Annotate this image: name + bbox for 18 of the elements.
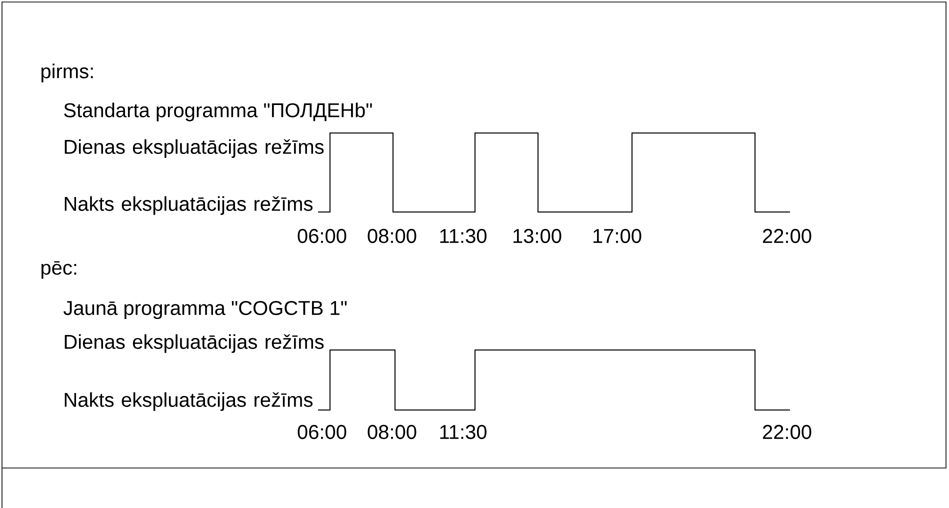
time-label: 22:00 (763, 228, 812, 244)
program-title: Standarta programma "ПОЛДЕНb" (64, 102, 372, 122)
mode-label: Dienas ekspluatācijas režīms (64, 334, 324, 353)
time-label: 06:00 (298, 424, 346, 440)
time-label: 17:00 (594, 228, 642, 244)
section-label: pirms: (41, 64, 93, 82)
time-label: 08:00 (368, 424, 416, 440)
program-title: Jaunā programma "COGCTB 1" (64, 300, 347, 320)
mode-label: Nakts ekspluatācijas režīms (64, 196, 312, 215)
mode-label: Dienas ekspluatācijas režīms (64, 139, 324, 158)
mode-label: Nakts ekspluatācijas režīms (64, 392, 312, 411)
section-label: pēc: (41, 261, 76, 279)
time-label: 08:00 (368, 228, 416, 244)
time-label: 11:30 (440, 228, 486, 244)
time-label: 22:00 (763, 424, 812, 440)
time-label: 11:30 (440, 424, 486, 440)
time-label: 06:00 (298, 228, 346, 244)
time-label: 13:00 (514, 228, 562, 244)
